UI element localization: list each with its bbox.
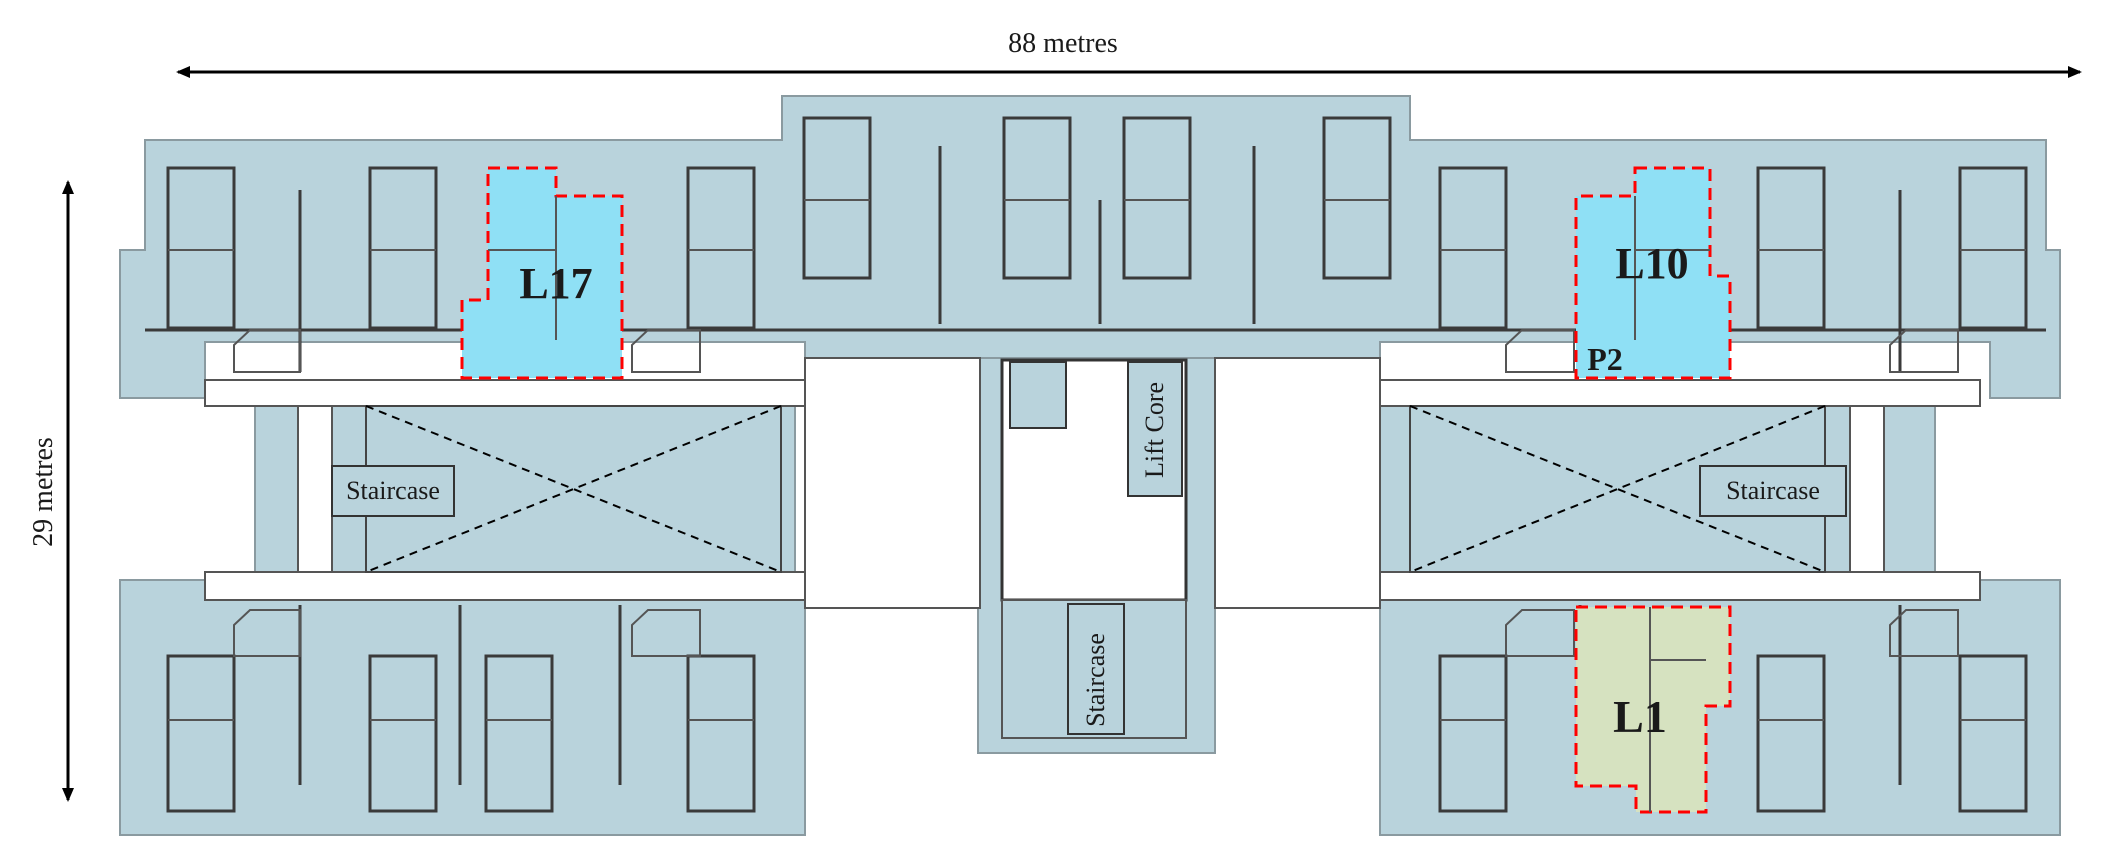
height-dimension: 29 metres <box>28 180 74 802</box>
unit-label-L1: L1 <box>1613 691 1667 742</box>
staircase-label-right-box: Staircase <box>1699 465 1847 517</box>
bottom-units <box>166 605 2028 813</box>
staircase-label-center: Staircase <box>1081 633 1110 727</box>
unit-label-L10: L10 <box>1615 239 1688 288</box>
width-label: 88 metres <box>1008 28 1118 59</box>
staircase-label-right: Staircase <box>1726 476 1820 505</box>
staircase-label-left-box: Staircase <box>331 465 455 517</box>
center-core <box>1000 358 1188 739</box>
width-dimension: 88 metres <box>176 28 2082 78</box>
unit-L10: L10 P2 <box>1574 166 1732 380</box>
lift-core-label: Lift Core <box>1140 382 1169 478</box>
staircase-label-left: Staircase <box>346 476 440 505</box>
unit-L17: L17 <box>460 166 624 380</box>
height-label: 29 metres <box>28 437 59 547</box>
unit-label-L17: L17 <box>519 259 592 308</box>
unit-label-P2: P2 <box>1587 341 1623 377</box>
unit-L1: L1 <box>1574 605 1732 814</box>
